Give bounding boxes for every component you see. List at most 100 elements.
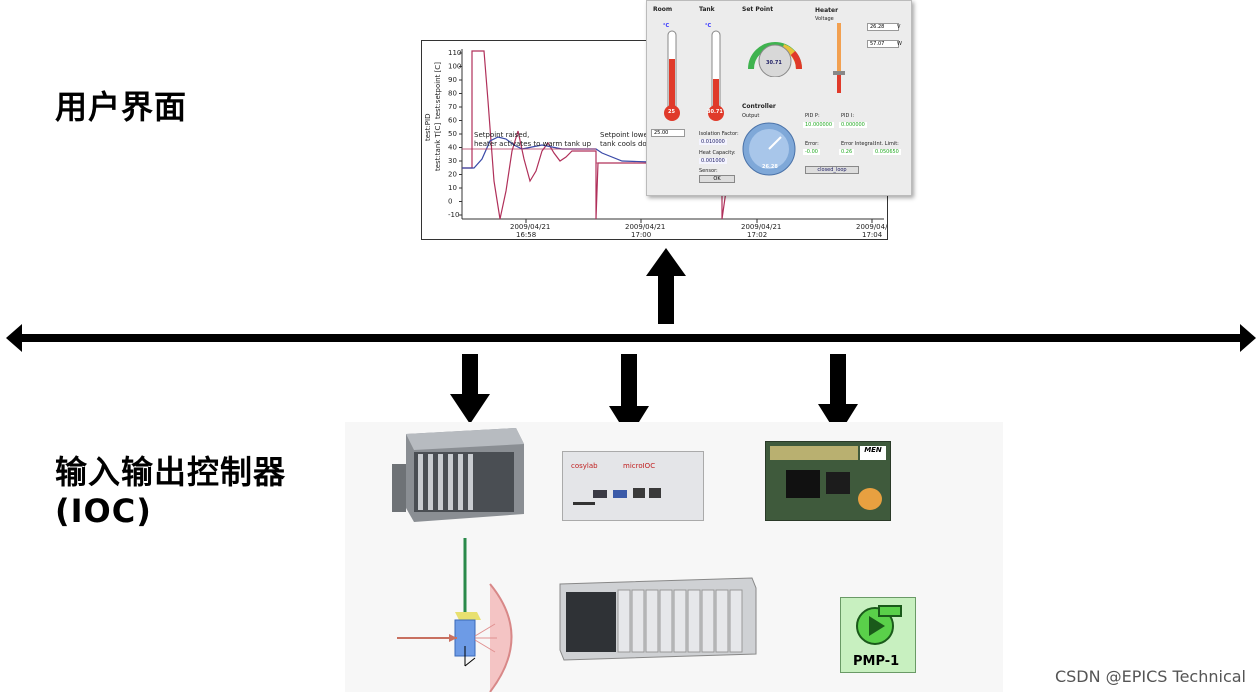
yaxis-tick-label: 70 <box>448 103 457 111</box>
card-logo-icon <box>858 488 882 510</box>
down-arrow-1-icon <box>450 354 490 424</box>
pump-symbol: PMP-1 <box>840 597 916 673</box>
ioc-label: 输入输出控制器 <box>55 453 287 491</box>
yaxis-tick-label: 90 <box>448 76 457 84</box>
pid-i-value[interactable]: 0.000000 <box>839 122 867 128</box>
heat-capacity-value[interactable]: 0.001000 <box>699 158 727 164</box>
svg-text:2009/04/21: 2009/04/21 <box>510 223 550 231</box>
down-arrow-3-icon <box>818 354 858 436</box>
xaxis-tick-3: 2009/04/21 17:04 <box>856 219 896 239</box>
yaxis-label-pid: test:PID <box>424 114 432 141</box>
watermark: CSDN @EPICS Technical <box>1054 667 1246 686</box>
microioc-logo: microIOC <box>623 462 656 470</box>
serial-port-icon <box>593 490 607 498</box>
cpu-chip-icon <box>786 470 820 498</box>
int-limit-value[interactable]: 0.050650 <box>873 149 901 155</box>
svg-text:2009/04/21: 2009/04/21 <box>741 223 781 231</box>
error-integral-value: 0.26 <box>839 149 855 155</box>
yaxis-tick-label: 50 <box>448 130 457 138</box>
yaxis-label-setpoint: test:setpoint [C] <box>434 62 442 119</box>
controller-title: Controller <box>742 103 776 110</box>
beamline-element-icon <box>397 538 513 692</box>
pid-p-value[interactable]: 10.000000 <box>803 122 835 128</box>
yaxis-label-tank: test:tank T[C] <box>434 123 442 171</box>
svg-text:17:04: 17:04 <box>862 231 883 239</box>
tank-thermometer-icon <box>708 30 724 121</box>
men-logo: MEN <box>860 446 886 460</box>
xaxis-tick-2: 2009/04/21 17:02 <box>741 219 781 239</box>
yaxis-tick-label: 30 <box>448 157 457 165</box>
error-integral-label: Error Integral: <box>841 141 876 147</box>
men-board: MEN <box>765 441 891 521</box>
setpoint-title: Set Point <box>742 6 774 13</box>
room-temp-input[interactable]: 25.00 <box>651 129 685 137</box>
tank-title: Tank <box>699 6 715 13</box>
network-bus <box>6 324 1256 352</box>
setpoint-value: 30.71 <box>766 60 782 66</box>
svg-text:16:58: 16:58 <box>516 231 536 239</box>
microioc-box: cosylab microIOC <box>562 451 704 521</box>
error-label: Error: <box>805 141 819 147</box>
svg-text:2009/04/21: 2009/04/21 <box>856 223 887 231</box>
heater-power-readout: 57.07 <box>867 40 899 48</box>
heater-title: Heater <box>815 7 839 14</box>
isolation-label: Isolation Factor: <box>699 131 739 137</box>
pump-label: PMP-1 <box>853 654 900 669</box>
yaxis-tick-label: 60 <box>448 117 457 125</box>
annotation-setpoint-raised-1: Setpoint raised, <box>474 131 529 139</box>
tank-temp-value: 30.71 <box>707 109 723 115</box>
isolation-value[interactable]: 0.010000 <box>699 139 727 145</box>
yaxis-tick-label: 80 <box>448 90 457 98</box>
ethernet-port-1-icon <box>633 488 645 498</box>
room-thermometer-icon <box>664 30 680 121</box>
yaxis-tick-label: 100 <box>448 63 461 71</box>
control-gui-window: Room Tank Set Point Heater Voltage °C 25… <box>646 0 912 196</box>
heater-voltage-unit: V <box>897 24 901 30</box>
svg-text:17:00: 17:00 <box>631 231 651 239</box>
yaxis-tick-label: 0 <box>448 198 452 206</box>
yaxis-tick-label: 20 <box>448 171 457 179</box>
heater-voltage-readout: 26.28 <box>867 23 899 31</box>
int-limit-label: Int. Limit: <box>875 141 899 147</box>
voltage-label: Voltage <box>815 16 834 22</box>
heat-capacity-label: Heat Capacity: <box>699 150 736 156</box>
pid-i-label: PID I: <box>841 113 855 119</box>
output-gauge-icon <box>742 122 796 176</box>
output-label: Output <box>742 113 760 119</box>
user-interface-label: 用户界面 <box>55 88 188 126</box>
tank-unit: °C <box>705 23 712 29</box>
plc-rack-icon <box>559 577 757 661</box>
vme-crate-icon <box>392 428 524 522</box>
sensor-ok-button[interactable]: OK <box>699 175 735 183</box>
yaxis-tick-label: 110 <box>448 49 461 57</box>
room-unit: °C <box>663 23 670 29</box>
up-arrow-icon <box>646 248 686 324</box>
yaxis-tick-label: 10 <box>448 184 457 192</box>
annotation-setpoint-lowered-2: tank cools down <box>600 140 657 148</box>
xaxis-tick-0: 2009/04/21 16:58 <box>510 219 550 239</box>
room-title: Room <box>653 6 673 13</box>
cosylab-logo: cosylab <box>571 462 598 470</box>
tank-trace <box>462 136 722 169</box>
pump-icon <box>856 605 902 645</box>
pid-p-label: PID P: <box>805 113 820 119</box>
xaxis-tick-1: 2009/04/21 17:00 <box>625 219 665 239</box>
closed-loop-button[interactable]: closed_loop <box>805 166 859 174</box>
error-value: -0.00 <box>803 149 820 155</box>
down-arrow-2-icon <box>609 354 649 438</box>
heater-slider[interactable] <box>833 23 845 93</box>
svg-text:2009/04/21: 2009/04/21 <box>625 223 665 231</box>
annotation-setpoint-lowered-1: Setpoint lowered, <box>600 131 662 139</box>
room-temp-value: 25 <box>668 109 675 115</box>
strip-chart-svg: test:PID test:tank T[C] test:setpoint [C… <box>424 49 896 239</box>
board-connector-icon <box>770 446 858 460</box>
annotation-setpoint-raised-2: heater activates to warm tank up <box>474 140 592 148</box>
yaxis-tick-label: 40 <box>448 144 457 152</box>
ioc-abbrev-label: (IOC) <box>55 492 152 530</box>
vga-port-icon <box>613 490 627 498</box>
sensor-label: Sensor: <box>699 168 718 174</box>
setpoint-knob-icon[interactable] <box>745 25 805 77</box>
heater-power-unit: W <box>897 41 902 47</box>
ethernet-port-2-icon <box>649 488 661 498</box>
